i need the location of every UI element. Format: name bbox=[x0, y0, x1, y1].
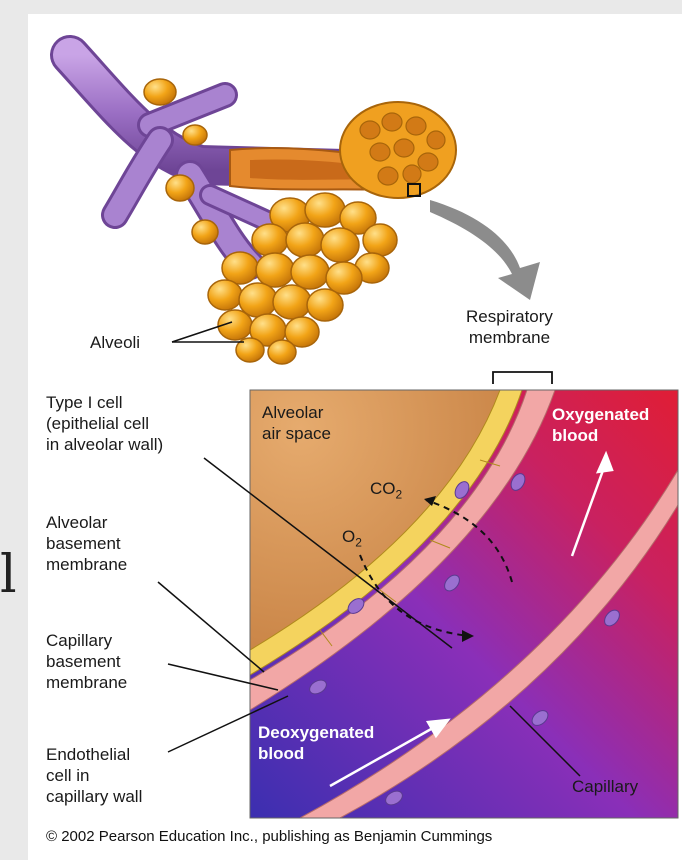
zoom-arrow bbox=[430, 200, 540, 300]
cut-alveolar-sac bbox=[340, 102, 456, 198]
membrane-bracket bbox=[493, 372, 552, 384]
type1-cell-label: Type I cell (epithelial cell in alveolar… bbox=[46, 392, 163, 455]
respiratory-membrane-label: Respiratory membrane bbox=[466, 306, 553, 348]
copyright-notice: © 2002 Pearson Education Inc., publishin… bbox=[46, 828, 492, 845]
alveolar-basement-membrane-label: Alveolar basement membrane bbox=[46, 512, 127, 575]
side-glyph: l bbox=[0, 545, 17, 605]
capillary-label: Capillary bbox=[572, 776, 638, 797]
capillary-basement-membrane-label: Capillary basement membrane bbox=[46, 630, 127, 693]
deoxygenated-blood-label: Deoxygenated blood bbox=[258, 722, 374, 764]
o2-label: O2 bbox=[342, 526, 362, 553]
alveolar-air-space-label: Alveolar air space bbox=[262, 402, 331, 444]
oxygenated-blood-label: Oxygenated blood bbox=[552, 404, 649, 446]
alveoli-label: Alveoli bbox=[90, 332, 140, 353]
co2-label: CO2 bbox=[370, 478, 402, 505]
endothelial-cell-label: Endothelial cell in capillary wall bbox=[46, 744, 142, 807]
